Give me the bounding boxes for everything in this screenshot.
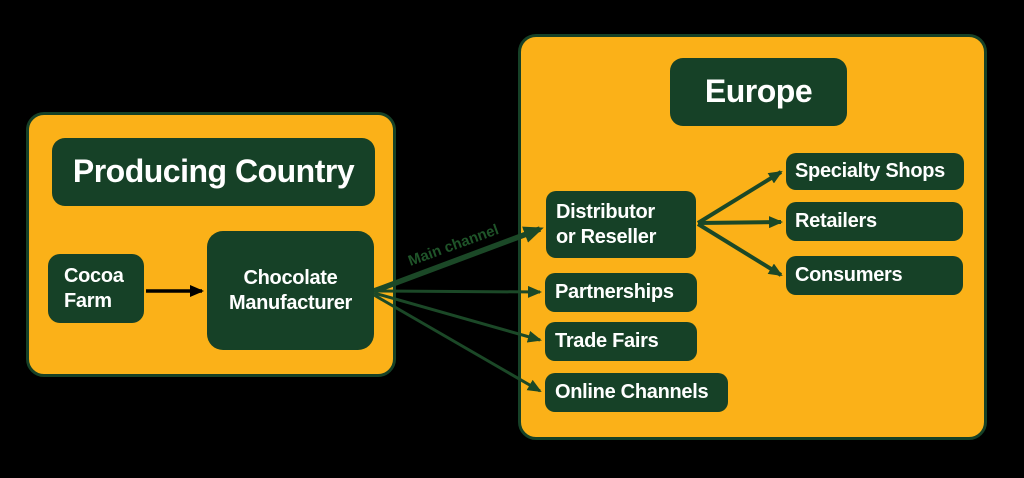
consumers-node: Consumers — [786, 256, 963, 295]
producing-country-label: Producing Country — [72, 153, 355, 190]
partnerships-node: Partnerships — [545, 273, 697, 312]
edge-to-consumers — [696, 222, 783, 277]
trade-fairs-node: Trade Fairs — [545, 322, 697, 361]
distributor-node: Distributor or Reseller — [546, 191, 696, 258]
edge-to-online-channels — [373, 293, 542, 393]
edge-to-specialty-shops — [696, 170, 783, 225]
trade-fairs-label: Trade Fairs — [555, 330, 659, 353]
cocoa-farm-label: Cocoa Farm — [64, 265, 124, 312]
specialty-shops-label: Specialty Shops — [795, 160, 945, 183]
edge-to-partnerships — [373, 285, 542, 298]
europe-label: Europe — [704, 73, 813, 110]
distributor-label: Distributor or Reseller — [556, 201, 657, 248]
edge-to-retailers — [697, 216, 783, 229]
chocolate-manufacturer-node: Chocolate Manufacturer — [207, 231, 374, 350]
consumers-label: Consumers — [795, 264, 903, 287]
edge-to-trade-fairs — [373, 291, 542, 343]
europe-title: Europe — [670, 58, 847, 126]
edge-main-channel — [373, 226, 544, 294]
online-channels-node: Online Channels — [545, 373, 728, 412]
producing-country-title: Producing Country — [52, 138, 375, 206]
partnerships-label: Partnerships — [555, 281, 674, 304]
retailers-label: Retailers — [795, 210, 877, 233]
retailers-node: Retailers — [786, 202, 963, 241]
online-channels-label: Online Channels — [555, 381, 709, 404]
cocoa-farm-node: Cocoa Farm — [48, 254, 144, 323]
specialty-shops-node: Specialty Shops — [786, 153, 964, 190]
chocolate-manufacturer-label: Chocolate Manufacturer — [228, 267, 353, 314]
